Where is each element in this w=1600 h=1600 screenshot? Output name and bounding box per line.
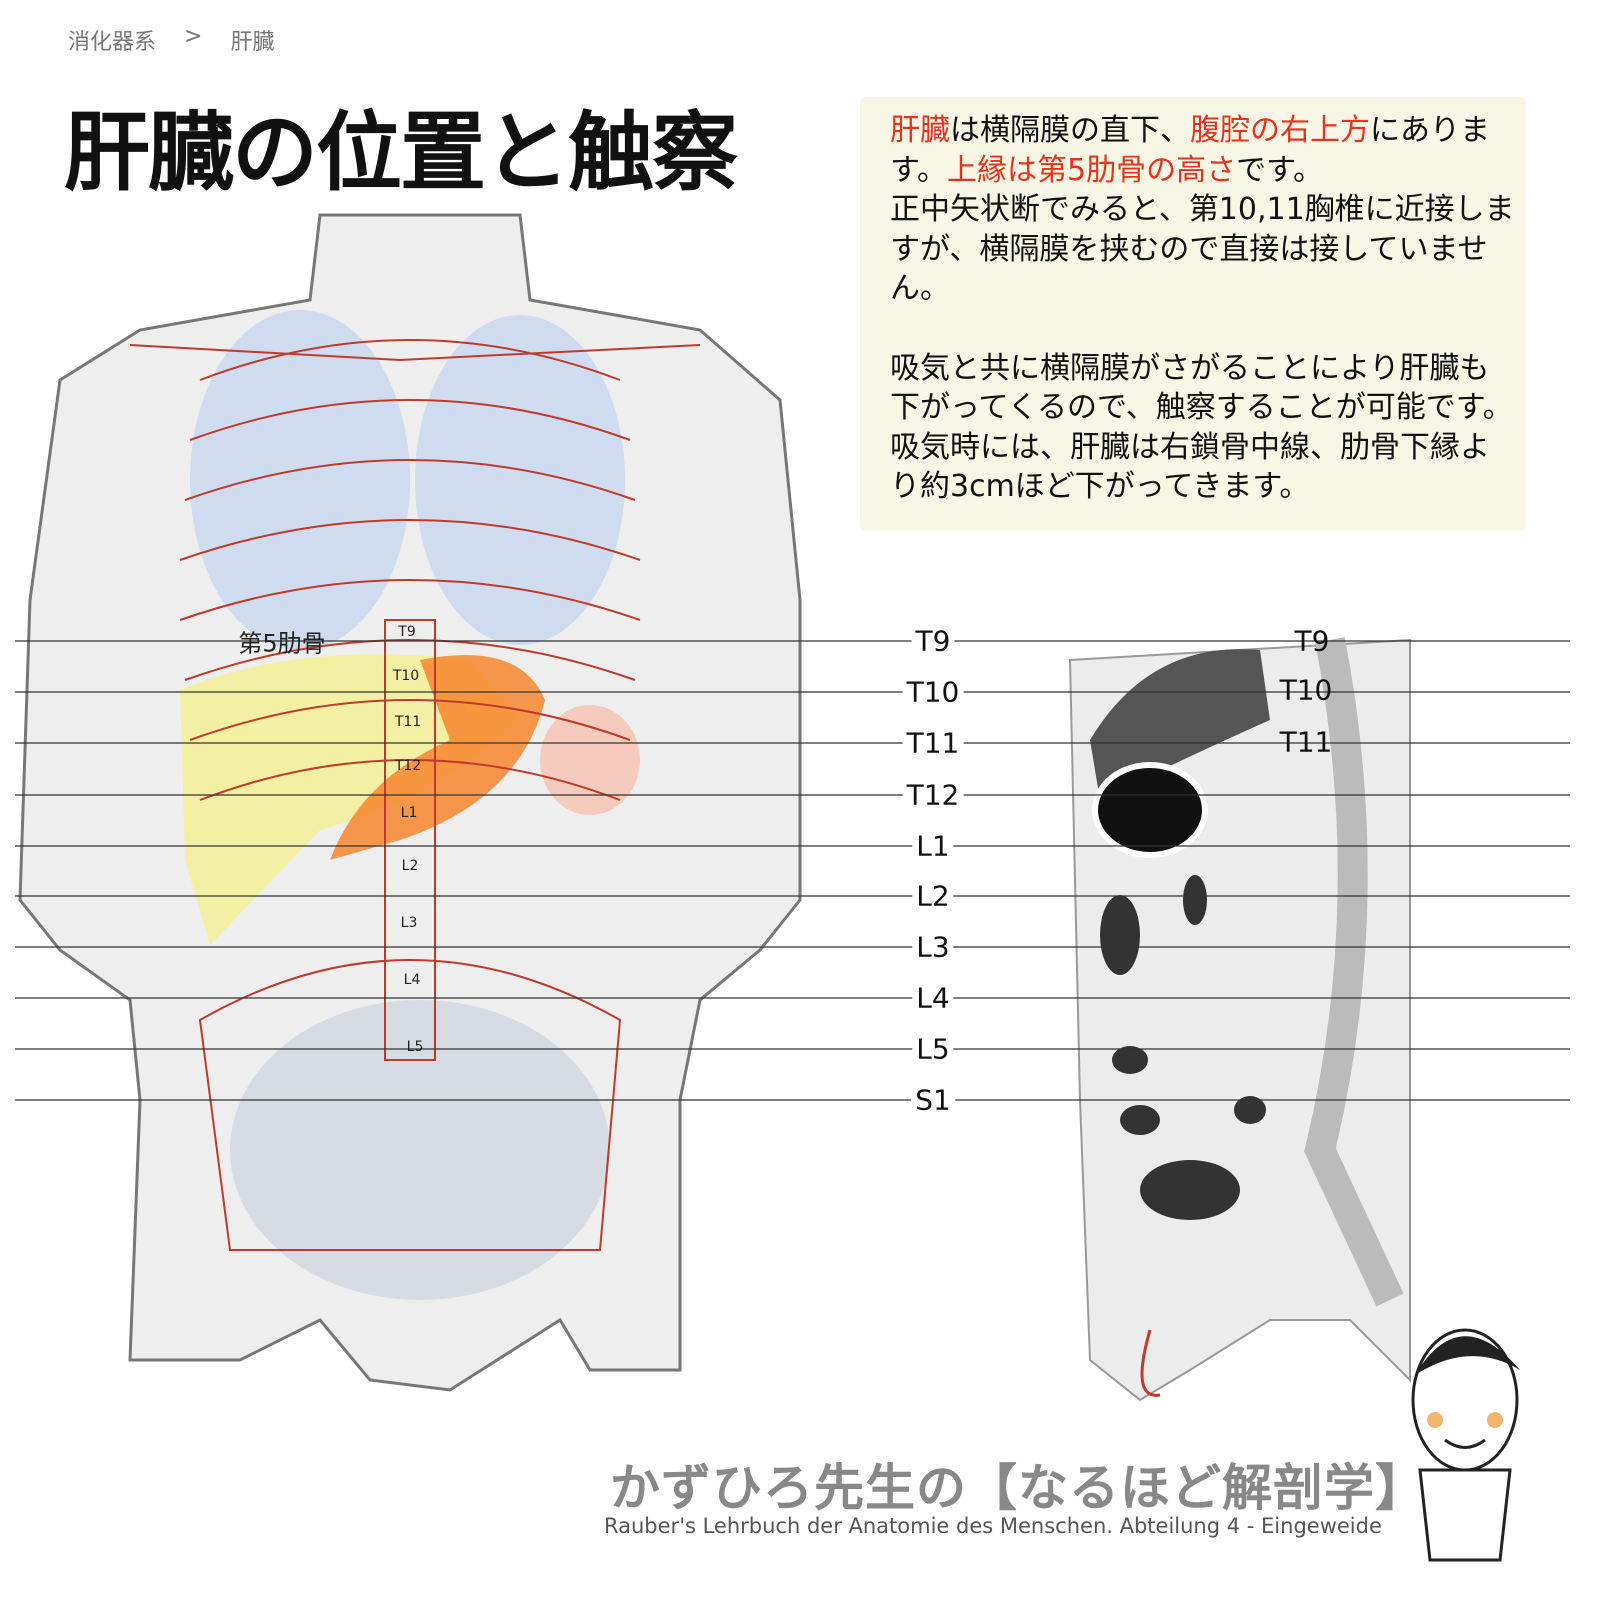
breadcrumb-separator: > [184, 24, 203, 49]
sagittal-liver [1090, 649, 1270, 800]
info-text: 正中矢状断でみると、第10,11胸椎に近接しますが、横隔膜を挟むので直接は接して… [890, 192, 1515, 306]
level-label: L1 [912, 829, 954, 863]
sagittal-intestines [1100, 875, 1266, 1220]
intestine-area [230, 1000, 610, 1300]
vertebra-label: T10 [392, 668, 420, 684]
sagittal-section-figure [1068, 637, 1411, 1402]
sagittal-level-label: T11 [1279, 725, 1333, 759]
fifth-rib-label: 第5肋骨 [238, 629, 326, 658]
mascot-illustration [1411, 1328, 1520, 1562]
breadcrumb-item-liver[interactable]: 肝臓 [230, 30, 275, 55]
spine [384, 619, 436, 1061]
vertebra-label: T9 [398, 624, 416, 640]
vertebra-label: L2 [401, 858, 419, 874]
highlight-text: 上縁は第5肋骨の高さ [947, 152, 1237, 188]
highlight-text: 腹腔の右上方 [1190, 113, 1370, 148]
breadcrumb: 消化器系 > 肝臓 [68, 24, 274, 56]
vertebra-label: L5 [406, 1039, 424, 1055]
level-label: L5 [912, 1032, 954, 1066]
level-label: L4 [912, 981, 954, 1015]
info-box: 肝臓は横隔膜の直下、腹腔の右上方にあります。上縁は第5肋骨の高さです。正中矢状断… [860, 97, 1526, 531]
sagittal-level-label: T9 [1294, 624, 1330, 658]
level-label: T12 [902, 778, 964, 812]
level-label: S1 [911, 1083, 955, 1117]
level-label: L3 [912, 930, 954, 964]
sagittal-stomach [1092, 762, 1208, 858]
page-title: 肝臓の位置と触察 [64, 103, 738, 203]
footer-brand-title: かずひろ先生の【なるほど解剖学】 [610, 1459, 1426, 1517]
highlight-text: 肝臓 [890, 113, 950, 148]
rib-outlines [129, 339, 701, 801]
front-torso-figure [18, 213, 802, 1392]
info-text: にあります。 [890, 113, 1490, 188]
level-label: T9 [911, 624, 955, 658]
vertebra-label: L3 [400, 915, 418, 931]
info-text: は横隔膜の直下、 [950, 113, 1190, 148]
vertebra-label: T12 [394, 758, 422, 774]
sagittal-level-label: T10 [1279, 673, 1333, 707]
footer-source-citation: Rauber's Lehrbuch der Anatomie des Mensc… [604, 1514, 1382, 1538]
vertebra-label: L1 [400, 805, 418, 821]
breadcrumb-item-digestive[interactable]: 消化器系 [68, 30, 157, 55]
vertebra-label: T11 [394, 714, 422, 730]
lung-left [415, 315, 625, 645]
level-label: L2 [912, 879, 954, 913]
info-paragraph-1: 肝臓は横隔膜の直下、腹腔の右上方にあります。上縁は第5肋骨の高さです。正中矢状断… [890, 111, 1516, 309]
info-paragraph-2: 吸気と共に横隔膜がさがることにより肝臓も下がってくるので、触察することが可能です… [890, 350, 1513, 505]
sagittal-spine [1304, 637, 1404, 1307]
info-text: です。 [1236, 152, 1324, 188]
vertebra-label: L4 [403, 972, 421, 988]
level-lines [15, 640, 1570, 1101]
level-label: T11 [902, 726, 964, 760]
level-label: T10 [902, 675, 964, 709]
lung-right [190, 310, 410, 650]
pelvis-outline [198, 959, 622, 1251]
spleen-area [540, 705, 640, 815]
